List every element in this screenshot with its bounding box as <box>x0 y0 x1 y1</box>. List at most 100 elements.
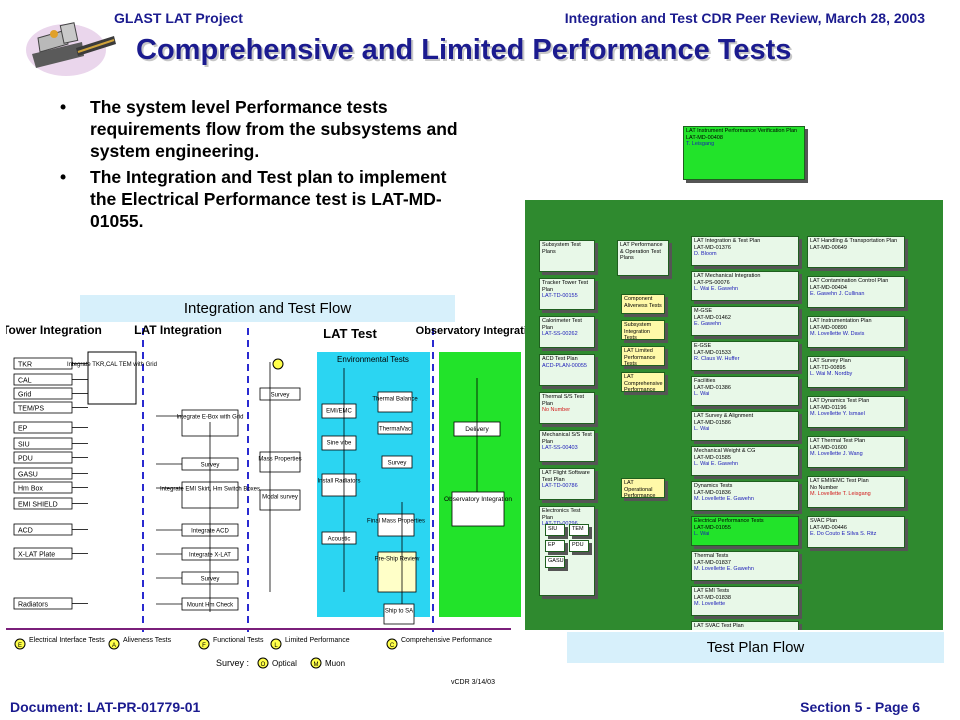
env-step-label: Pre-Ship Review <box>375 557 420 563</box>
svg-text:F: F <box>202 643 206 649</box>
input-label: TEM/PS <box>18 406 44 413</box>
bullet-item: The system level Performance tests requi… <box>60 96 460 162</box>
legend-label: Functional Tests <box>213 637 264 644</box>
obs-step-label: Observatory Integration <box>444 496 512 503</box>
bullet-item: The Integration and Test plan to impleme… <box>60 166 460 232</box>
svg-text:O: O <box>261 662 266 668</box>
input-label: Radiators <box>18 602 48 609</box>
subsystem-plan-box: Subsystem Test Plans <box>539 240 595 272</box>
performance-item-box: LAT Comprehensive Performance Tests <box>621 372 665 392</box>
env-step-box <box>321 473 357 497</box>
env-step-box <box>321 531 357 545</box>
env-step-label: Final Mass Properties <box>367 519 425 525</box>
input-label: EMI SHIELD <box>18 502 58 509</box>
electronics-unit-box: TEM <box>569 524 589 536</box>
performance-item-box: Component Aliveness Tests <box>621 294 665 314</box>
env-step-label: EMI/EMC <box>326 409 352 415</box>
env-step-label: Sine vibe <box>327 441 352 447</box>
test-plan-flow-diagram: LAT Instrument Performance Verification … <box>525 100 943 630</box>
lat-performance-box: LAT Performance & Operation Test Plans <box>617 240 669 276</box>
lat-step-label: Mount Hm Check <box>187 603 234 609</box>
column-observatory: Observatory Integration <box>416 325 526 337</box>
input-label: EP <box>18 426 28 433</box>
env-step-label: Thermal Balance <box>372 397 418 403</box>
legend-label: Electrical Interface Tests <box>29 637 105 644</box>
prep-step-label: Mass Properties <box>258 457 301 463</box>
lat-integration-steps: Integrate E-Box with GridSurveyIntegrate… <box>156 409 260 612</box>
input-label: PDU <box>18 456 33 463</box>
obs-step-box <box>451 491 505 527</box>
performance-item-box: LAT Operational Performance Tests <box>621 478 665 498</box>
slide-title: Comprehensive and Limited Performance Te… <box>136 34 792 66</box>
input-label: Hm Box <box>18 486 43 493</box>
observatory-panel <box>439 352 521 617</box>
svg-text:E: E <box>18 643 22 649</box>
performance-item-box: Subsystem Integration Tests <box>621 320 665 340</box>
env-step-box <box>383 603 415 625</box>
env-step-box <box>321 403 357 419</box>
performance-item-box: LAT Limited Performance Tests <box>621 346 665 366</box>
flow-version: vCDR 3/14/03 <box>451 679 495 686</box>
input-label: X-LAT Plate <box>18 552 55 559</box>
caption-integration-flow: Integration and Test Flow <box>80 295 455 322</box>
env-step-box <box>381 455 413 469</box>
env-step-box <box>377 513 415 537</box>
env-step-label: Survey <box>388 461 407 467</box>
env-step-label: ThermalVac <box>379 427 411 433</box>
env-step-box <box>377 391 413 413</box>
footer-document: Document: LAT-PR-01779-01 <box>10 699 201 715</box>
column-lat-integration: LAT Integration <box>134 323 222 337</box>
environmental-tests-title: Environmental Tests <box>337 355 409 364</box>
env-step-label: Ship to SA <box>385 609 413 615</box>
electronics-unit-box: GASU <box>545 556 565 568</box>
caption-test-plan-flow: Test Plan Flow <box>567 632 944 663</box>
tower-integration-box: Integrate TKR,CAL TEM with Grid <box>67 362 157 368</box>
column-tower: Tower Integration <box>6 323 102 337</box>
input-label: Grid <box>18 392 31 399</box>
electronics-unit-box: EP <box>545 540 565 552</box>
integration-flow-diagram: Tower Integration LAT Integration LAT Te… <box>6 323 526 686</box>
env-step-box <box>321 435 357 451</box>
top-plan-box: LAT Instrument Performance Verification … <box>683 126 805 180</box>
prep-step-label: Survey <box>271 393 290 399</box>
legend-badge <box>108 638 120 650</box>
legend-label: Aliveness Tests <box>123 637 172 644</box>
input-label: TKR <box>18 362 32 369</box>
legend-badge <box>14 638 26 650</box>
electronics-unit-box: PDU <box>569 540 589 552</box>
footer-page: Section 5 - Page 6 <box>800 699 920 715</box>
header-event: Integration and Test CDR Peer Review, Ma… <box>564 10 925 26</box>
survey-legend-label: Survey : <box>216 658 249 668</box>
svg-text:A: A <box>112 643 116 649</box>
bullet-list: The system level Performance tests requi… <box>60 96 460 236</box>
svg-text:M: M <box>314 662 319 668</box>
header-project: GLAST LAT Project <box>114 10 243 26</box>
survey-legend-optical: Optical <box>272 659 297 668</box>
env-step-label: Install Radiators <box>317 479 360 485</box>
legend-label: Comprehensive Performance <box>401 637 492 644</box>
svg-text:L: L <box>274 643 278 649</box>
env-step-box <box>377 421 413 435</box>
input-label: SIU <box>18 442 30 449</box>
